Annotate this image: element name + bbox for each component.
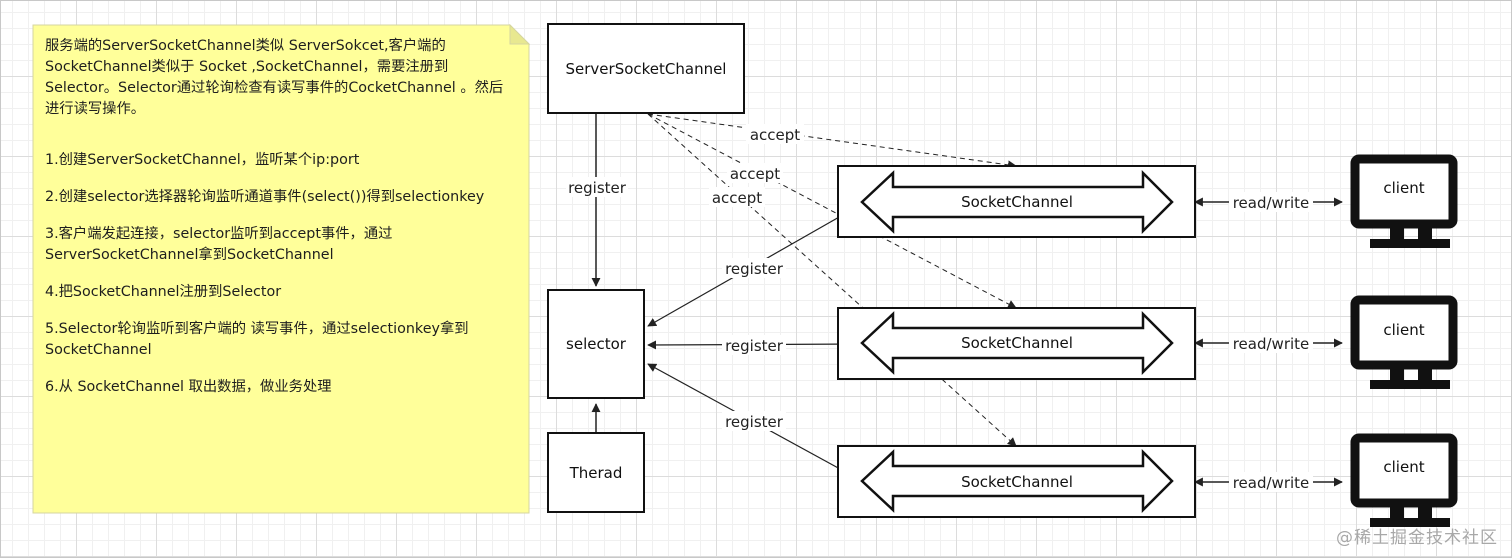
thread-label: Therad [569, 463, 623, 482]
edge-accept-2 [647, 113, 1017, 309]
socket-channel-label: SocketChannel [961, 473, 1073, 491]
socket-channel-label: SocketChannel [961, 193, 1073, 211]
sticky-note-text: 服务端的ServerSocketChannel类似 ServerSokcet,客… [45, 36, 513, 414]
watermark: @稀土掘金技术社区 [1336, 528, 1498, 548]
selector-node: selector [547, 289, 645, 399]
note-step: 3.客户端发起连接，selector监听到accept事件，通过ServerSo… [45, 226, 393, 263]
edge-label-accept: accept [750, 126, 800, 144]
monitor-icon [1350, 154, 1458, 248]
client-node: client [1350, 295, 1458, 389]
edge-label-accept: accept [712, 189, 762, 207]
edge-accept-1 [647, 113, 1017, 170]
client-label: client [1383, 458, 1424, 476]
client-label: client [1383, 179, 1424, 197]
socket-channel-node: SocketChannel [837, 307, 1196, 380]
sticky-note-shape [32, 24, 530, 514]
client-node: client [1350, 433, 1458, 527]
edge-label-register: register [725, 260, 784, 278]
monitor-icon [1350, 433, 1458, 527]
selector-label: selector [566, 335, 626, 353]
note-step: 1.创建ServerSocketChannel，监听某个ip:port [45, 152, 360, 168]
socket-channel-label: SocketChannel [961, 334, 1073, 352]
edge-label-readwrite: read/write [1233, 335, 1310, 353]
sticky-note: 服务端的ServerSocketChannel类似 ServerSokcet,客… [32, 24, 530, 514]
note-step: 5.Selector轮询监听到客户端的 读写事件，通过selectionkey拿… [45, 321, 469, 358]
edge-accept-3 [647, 113, 1017, 447]
client-label: client [1383, 321, 1424, 339]
edge-readwrite-1: read/write [1193, 192, 1343, 212]
thread-node: Therad [547, 432, 645, 513]
socket-channel-node: SocketChannel [837, 165, 1196, 238]
edge-label-register: register [568, 179, 627, 197]
server-socket-channel-label: ServerSocketChannel [565, 59, 727, 78]
edge-label-register: register [725, 337, 784, 355]
edge-label-register: register [725, 413, 784, 431]
double-arrow-icon [860, 169, 1174, 235]
edge-label-readwrite: read/write [1233, 474, 1310, 492]
edge-readwrite-3: read/write [1193, 472, 1343, 492]
note-intro: 服务端的ServerSocketChannel类似 ServerSokcet,客… [45, 38, 504, 117]
edge-label-readwrite: read/write [1233, 194, 1310, 212]
double-arrow-icon [860, 310, 1174, 376]
monitor-icon [1350, 295, 1458, 389]
edge-readwrite-2: read/write [1193, 333, 1343, 353]
edge-label-accept: accept [730, 165, 780, 183]
note-step: 2.创建selector选择器轮询监听通道事件(select())得到selec… [45, 189, 485, 205]
note-step: 6.从 SocketChannel 取出数据，做业务处理 [45, 379, 332, 395]
note-step: 4.把SocketChannel注册到Selector [45, 284, 282, 300]
double-arrow-icon [860, 448, 1174, 514]
server-socket-channel-node: ServerSocketChannel [547, 23, 745, 114]
client-node: client [1350, 154, 1458, 248]
socket-channel-node: SocketChannel [837, 445, 1196, 518]
